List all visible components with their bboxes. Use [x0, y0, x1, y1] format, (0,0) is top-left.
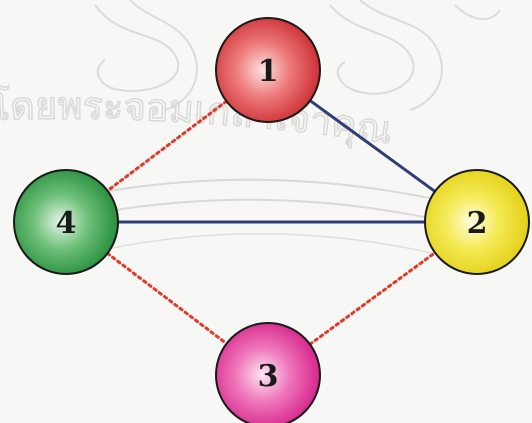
- edges-layer: [105, 99, 437, 346]
- watermark-ornament-left: [94, 4, 180, 92]
- watermark-ornament-right-2: [359, 0, 443, 111]
- node-label-2: 2: [467, 206, 488, 241]
- node-4: 4: [13, 169, 119, 275]
- watermark-band-3: [59, 232, 481, 266]
- node-3: 3: [215, 322, 321, 423]
- watermark-ornament-left-2: [129, 0, 198, 111]
- edge-1-4: [106, 99, 228, 193]
- node-1: 1: [215, 17, 321, 123]
- node-2: 2: [424, 169, 530, 275]
- node-circle-4: [13, 169, 119, 275]
- node-label-4: 4: [56, 206, 77, 241]
- node-label-1: 1: [258, 54, 279, 89]
- node-circle-3: [215, 322, 321, 423]
- edge-3-2: [308, 251, 437, 346]
- node-circle-2: [424, 169, 530, 275]
- watermark-ornament-right: [329, 4, 415, 95]
- edge-4-3: [105, 251, 229, 346]
- node-label-3: 3: [258, 359, 279, 394]
- watermark-ornament-far-right: [454, 4, 501, 20]
- node-circle-1: [215, 17, 321, 123]
- nodes-layer: 1 2 3 4: [13, 17, 530, 423]
- edge-1-2: [309, 99, 436, 193]
